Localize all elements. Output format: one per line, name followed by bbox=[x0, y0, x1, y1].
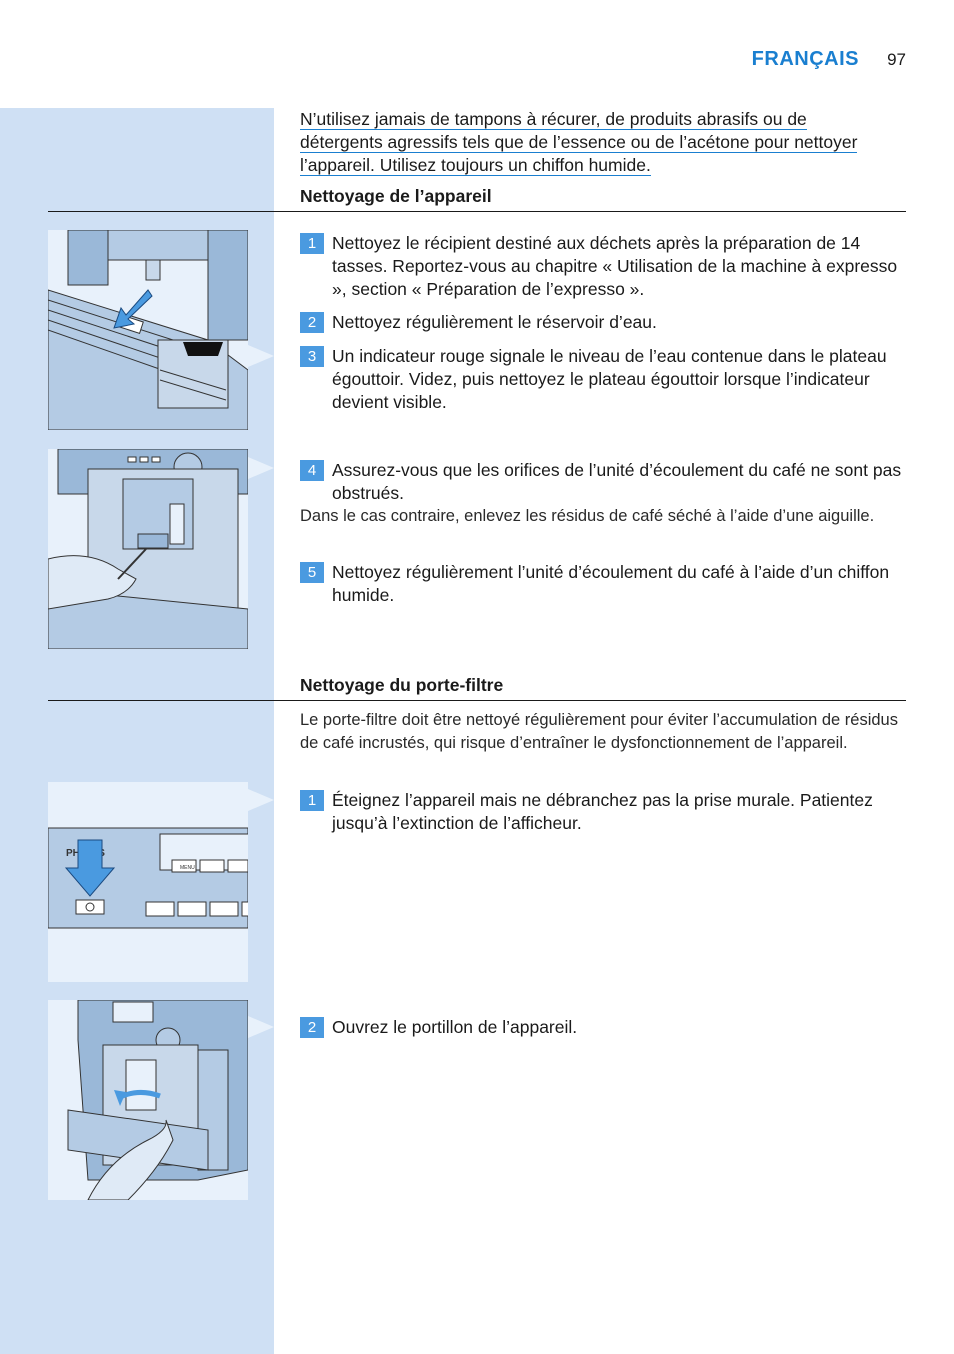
section-divider bbox=[48, 700, 906, 701]
language-heading: FRANÇAIS bbox=[751, 48, 859, 70]
callout-pointer bbox=[248, 789, 274, 811]
drip-tray-illustration bbox=[48, 230, 248, 430]
step-number: 1 bbox=[300, 233, 324, 254]
step-text: Ouvrez le portillon de l’appareil. bbox=[332, 1017, 578, 1037]
control-panel-illustration: MENU PHILIPS bbox=[48, 782, 248, 982]
step-2-2: 2 Ouvrez le portillon de l’appareil. bbox=[300, 1016, 906, 1039]
open-door-illustration bbox=[48, 1000, 248, 1200]
step-1-5: 5 Nettoyez régulièrement l’unité d’écoul… bbox=[300, 561, 906, 607]
section-title-filter-holder: Nettoyage du porte-filtre bbox=[300, 675, 504, 695]
step-number: 5 bbox=[300, 562, 324, 583]
step-number: 2 bbox=[300, 312, 324, 333]
section-title-cleaning-appliance: Nettoyage de l’appareil bbox=[300, 186, 492, 206]
step-number: 3 bbox=[300, 346, 324, 367]
step-text: Nettoyez le récipient destiné aux déchet… bbox=[332, 233, 898, 299]
step-number: 2 bbox=[300, 1017, 324, 1038]
step-number: 1 bbox=[300, 790, 324, 811]
step-4-note: Dans le cas contraire, enlevez les résid… bbox=[300, 507, 875, 525]
warning-line-2: détergents agressifs tels que de l’essen… bbox=[300, 132, 858, 153]
step-1-4: 4 Assurez-vous que les orifices de l’uni… bbox=[300, 459, 906, 505]
step-text: Un indicateur rouge signale le niveau de… bbox=[332, 346, 887, 412]
callout-pointer bbox=[248, 1016, 274, 1038]
step-text: Nettoyez régulièrement l’unité d’écoulem… bbox=[332, 562, 890, 605]
warning-line-3: l’appareil. Utilisez toujours un chiffon… bbox=[300, 155, 651, 176]
section-divider bbox=[48, 211, 906, 212]
step-text: Assurez-vous que les orifices de l’unité… bbox=[332, 460, 902, 503]
step-text: Nettoyez régulièrement le réservoir d’ea… bbox=[332, 312, 657, 332]
step-number: 4 bbox=[300, 460, 324, 481]
coffee-outlet-illustration bbox=[48, 449, 248, 649]
callout-pointer bbox=[248, 457, 274, 479]
warning-paragraph: N’utilisez jamais de tampons à récurer, … bbox=[300, 108, 906, 177]
menu-button-label: MENU bbox=[180, 865, 195, 871]
filter-holder-intro: Le porte-filtre doit être nettoyé réguli… bbox=[300, 711, 898, 752]
step-text: Éteignez l’appareil mais ne débranchez p… bbox=[332, 790, 873, 833]
warning-line-1: N’utilisez jamais de tampons à récurer, … bbox=[300, 109, 807, 130]
callout-pointer bbox=[248, 345, 274, 367]
step-1-2: 2 Nettoyez régulièrement le réservoir d’… bbox=[300, 311, 906, 334]
step-1-3: 3 Un indicateur rouge signale le niveau … bbox=[300, 345, 906, 414]
step-2-1: 1 Éteignez l’appareil mais ne débranchez… bbox=[300, 789, 906, 835]
page-number: 97 bbox=[887, 50, 906, 69]
step-1-1: 1 Nettoyez le récipient destiné aux déch… bbox=[300, 232, 906, 301]
